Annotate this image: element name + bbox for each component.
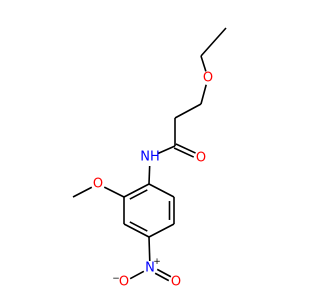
amide-n-label: NH <box>140 150 160 165</box>
bond-carbonyl-c-carbonyl-o-a <box>173 147 195 158</box>
bond-nitro-n-nitro-o-left <box>129 270 145 280</box>
bond-chain-c1-chain-c2 <box>174 103 202 119</box>
nitro-o-left-label: O <box>119 275 129 290</box>
bond-ring-c2-methoxy-o <box>103 186 125 198</box>
bond-ring-c4-ring-c5 <box>148 223 175 238</box>
bond-ether-o-chain-c1 <box>200 84 207 105</box>
bond-nitro-n-nitro-o-right-b <box>156 268 172 278</box>
bond-ring-c1-ring-c2-inner <box>129 189 148 200</box>
bond-ring-c3-ring-c4 <box>123 223 150 238</box>
bond-ethyl-ch2-ether-o <box>200 55 207 72</box>
nitro-o-right-label: O <box>171 275 181 290</box>
carbonyl-o-label: O <box>196 151 206 166</box>
bond-ring-c3-ring-c4-inner <box>129 221 148 232</box>
methoxy-o-label: O <box>93 177 103 192</box>
bond-methoxy-o-methoxy-ch3 <box>72 186 93 198</box>
bond-carbonyl-c-carbonyl-o-b <box>175 143 196 154</box>
bond-ring-c4-nitro-n <box>148 236 151 262</box>
nitro-n-charge: + <box>153 257 161 267</box>
bond-carbonyl-c-amide-n <box>157 145 176 155</box>
nitro-n-label: N <box>145 261 155 276</box>
bond-nitro-n-nitro-o-right-a <box>154 272 170 282</box>
bond-layer <box>72 27 227 282</box>
bond-ring-c1-ring-c2 <box>123 183 150 198</box>
ether-o-label: O <box>203 71 213 86</box>
bond-ring-c6-ring-c1 <box>148 183 175 198</box>
bond-ethyl-ch3-ethyl-ch2 <box>200 27 227 57</box>
nitro-o-left-charge: − <box>112 274 120 284</box>
bond-amide-n-ring-c1 <box>148 165 151 185</box>
